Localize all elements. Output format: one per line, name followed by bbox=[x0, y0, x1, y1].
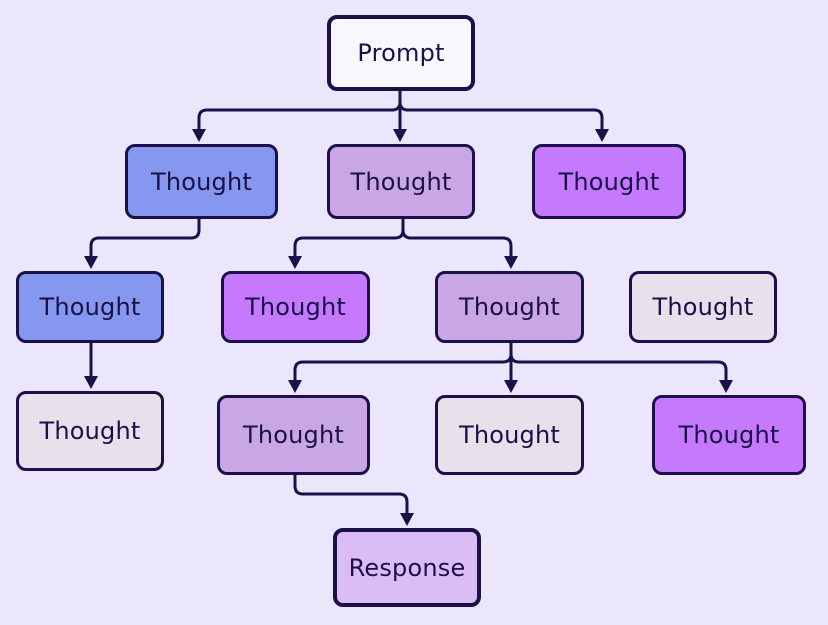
thought-node-2a: Thought bbox=[16, 271, 164, 343]
arrowhead bbox=[288, 256, 302, 269]
thought-node-1c: Thought bbox=[532, 144, 686, 219]
arrowhead bbox=[504, 380, 518, 393]
node-label: Thought bbox=[242, 421, 345, 449]
edge-t3b-response bbox=[293, 474, 409, 514]
edge-t2c-t3b bbox=[293, 342, 513, 381]
edge-t2c-t3d bbox=[509, 353, 728, 381]
arrowhead bbox=[84, 256, 98, 269]
edge-prompt-t1c bbox=[398, 101, 604, 130]
node-label: Thought bbox=[458, 421, 561, 449]
node-label: Prompt bbox=[357, 39, 445, 67]
thought-node-2c: Thought bbox=[435, 271, 584, 343]
arrowhead bbox=[400, 513, 414, 526]
node-label: Thought bbox=[350, 167, 452, 196]
edge-t1b-t2b bbox=[293, 218, 405, 257]
thought-node-3d: Thought bbox=[652, 395, 806, 475]
node-label: Response bbox=[348, 553, 466, 582]
thought-node-2b: Thought bbox=[221, 271, 370, 343]
response-node: Response bbox=[333, 528, 481, 607]
thought-node-2d: Thought bbox=[629, 271, 777, 343]
thought-node-3b: Thought bbox=[217, 395, 370, 475]
node-label: Thought bbox=[558, 167, 660, 196]
thought-node-1b: Thought bbox=[327, 144, 475, 219]
edge-prompt-t1a bbox=[197, 90, 402, 130]
arrowhead bbox=[595, 129, 609, 142]
prompt-node: Prompt bbox=[327, 15, 475, 91]
edge-t1b-t2c bbox=[401, 229, 513, 257]
node-label: Thought bbox=[458, 293, 561, 321]
edge-t1a-t2a bbox=[89, 218, 201, 257]
arrowhead bbox=[84, 376, 98, 389]
arrowhead bbox=[393, 129, 407, 142]
arrowhead bbox=[504, 256, 518, 269]
node-label: Thought bbox=[150, 167, 253, 196]
arrowhead bbox=[192, 129, 206, 142]
node-label: Thought bbox=[39, 417, 141, 445]
thought-node-3a: Thought bbox=[16, 391, 164, 471]
thought-node-1a: Thought bbox=[125, 144, 278, 219]
arrowhead bbox=[719, 380, 733, 393]
node-label: Thought bbox=[244, 293, 347, 321]
thought-node-3c: Thought bbox=[435, 395, 584, 475]
node-label: Thought bbox=[678, 421, 780, 449]
arrowhead bbox=[288, 380, 302, 393]
node-label: Thought bbox=[39, 293, 141, 321]
node-label: Thought bbox=[652, 293, 754, 321]
